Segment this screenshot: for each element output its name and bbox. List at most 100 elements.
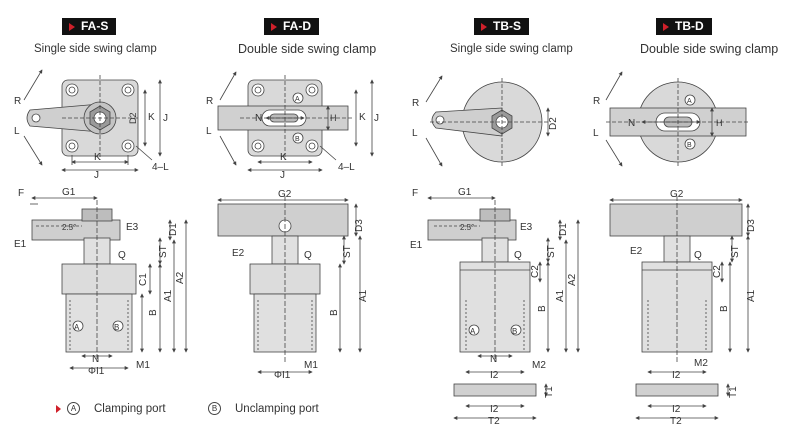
label-d2: D2 [128, 112, 138, 124]
label-c1: C1 [138, 273, 149, 286]
label-b: B [719, 305, 730, 312]
label-k: K [148, 112, 155, 123]
port-b-marker: B [114, 323, 119, 332]
label-r: R [593, 96, 600, 107]
label-m2: M2 [694, 358, 708, 369]
port-a-marker: A [687, 98, 692, 105]
label-f: F [412, 188, 418, 199]
model-description: Single side swing clamp [34, 43, 157, 55]
label-g2: G2 [278, 189, 292, 200]
label-e3: E3 [520, 222, 533, 233]
label-e3: E3 [126, 222, 139, 233]
legend-label: Unclamping port [235, 402, 319, 415]
label-f: F [18, 188, 24, 199]
port-a-marker: A [74, 323, 80, 332]
label-d3: D3 [746, 219, 757, 232]
label-d1: D1 [168, 223, 179, 236]
label-d3: D3 [354, 219, 365, 232]
label-e1: E1 [14, 239, 27, 250]
legend-clamping-port: A Clamping port [56, 402, 166, 415]
label-h: H [330, 113, 337, 123]
label-b: B [329, 309, 340, 316]
label-st: ST [342, 245, 353, 258]
label-a1: A1 [555, 289, 566, 302]
label-q: Q [514, 250, 522, 261]
label-l: L [206, 126, 212, 137]
label-a1: A1 [358, 289, 369, 302]
model-badge-tb-d: TB-D [656, 18, 712, 35]
model-code: TB-D [675, 19, 704, 33]
port-a-symbol: A [67, 402, 80, 415]
label-t2: T2 [670, 416, 682, 427]
port-b-marker: B [295, 136, 300, 143]
label-m2: M2 [532, 360, 546, 371]
port-a-marker: A [470, 327, 476, 336]
label-q: Q [694, 250, 702, 261]
label-4l: 4–L [338, 162, 355, 173]
model-description: Single side swing clamp [450, 43, 573, 55]
label-k: K [280, 152, 287, 163]
label-phi-i1: ΦI1 [274, 370, 291, 381]
label-c2: C2 [712, 265, 723, 278]
label-4l: 4–L [152, 162, 169, 173]
model-code: TB-S [493, 19, 521, 33]
legend-label: Clamping port [94, 402, 166, 415]
label-m1: M1 [136, 360, 150, 371]
red-triangle-icon [271, 22, 277, 31]
model-badge-fa-d: FA-D [264, 18, 319, 35]
label-e2: E2 [630, 246, 643, 257]
model-code: FA-S [81, 19, 109, 33]
label-b: B [537, 305, 548, 312]
label-st: ST [730, 245, 741, 258]
label-m1: M1 [304, 360, 318, 371]
label-i2: I2 [672, 404, 681, 415]
label-l: L [412, 128, 418, 139]
label-g2: G2 [670, 189, 684, 200]
label-angle: 2.5° [460, 223, 474, 232]
label-q: Q [304, 250, 312, 261]
label-l: L [593, 128, 599, 139]
label-e2: E2 [232, 248, 245, 259]
label-a2: A2 [175, 271, 186, 284]
label-g1: G1 [62, 187, 76, 198]
label-k: K [359, 112, 366, 123]
model-badge-fa-s: FA-S [62, 18, 117, 35]
label-n: N [628, 118, 635, 129]
label-a1: A1 [163, 289, 174, 302]
label-r: R [206, 96, 213, 107]
tb-s-side-view [427, 196, 580, 420]
fa-d-side-view [217, 196, 362, 374]
red-triangle-icon [663, 22, 669, 31]
port-a-marker: A [295, 96, 300, 103]
label-st: ST [158, 245, 169, 258]
label-a2: A2 [567, 273, 578, 286]
label-t1: T1 [728, 386, 739, 398]
label-phi-i1: ΦI1 [88, 366, 105, 377]
model-badge-tb-s: TB-S [474, 18, 529, 35]
model-description: Double side swing clamp [238, 42, 377, 56]
label-q: Q [118, 250, 126, 261]
red-triangle-icon [56, 404, 61, 413]
model-description: Double side swing clamp [640, 42, 779, 56]
label-n: N [490, 354, 497, 365]
label-r: R [412, 98, 419, 109]
label-i2: I2 [490, 370, 499, 381]
label-d2: D2 [548, 117, 559, 130]
red-triangle-icon [69, 22, 75, 31]
tb-d-side-view [609, 196, 750, 420]
red-triangle-icon [481, 22, 487, 31]
label-n: N [92, 354, 99, 365]
label-t1: T1 [544, 386, 555, 398]
label-n: N [255, 113, 262, 124]
label-r: R [14, 96, 21, 107]
fa-s-top-view [23, 69, 162, 172]
port-b-symbol: B [208, 402, 221, 415]
tb-s-top-view [425, 75, 550, 167]
label-st: ST [546, 245, 557, 258]
port-b-marker: B [687, 142, 692, 149]
label-angle: 2.5° [62, 223, 76, 232]
fa-d-top-view [217, 71, 374, 172]
label-d1: D1 [558, 223, 569, 236]
label-k: K [94, 152, 101, 163]
